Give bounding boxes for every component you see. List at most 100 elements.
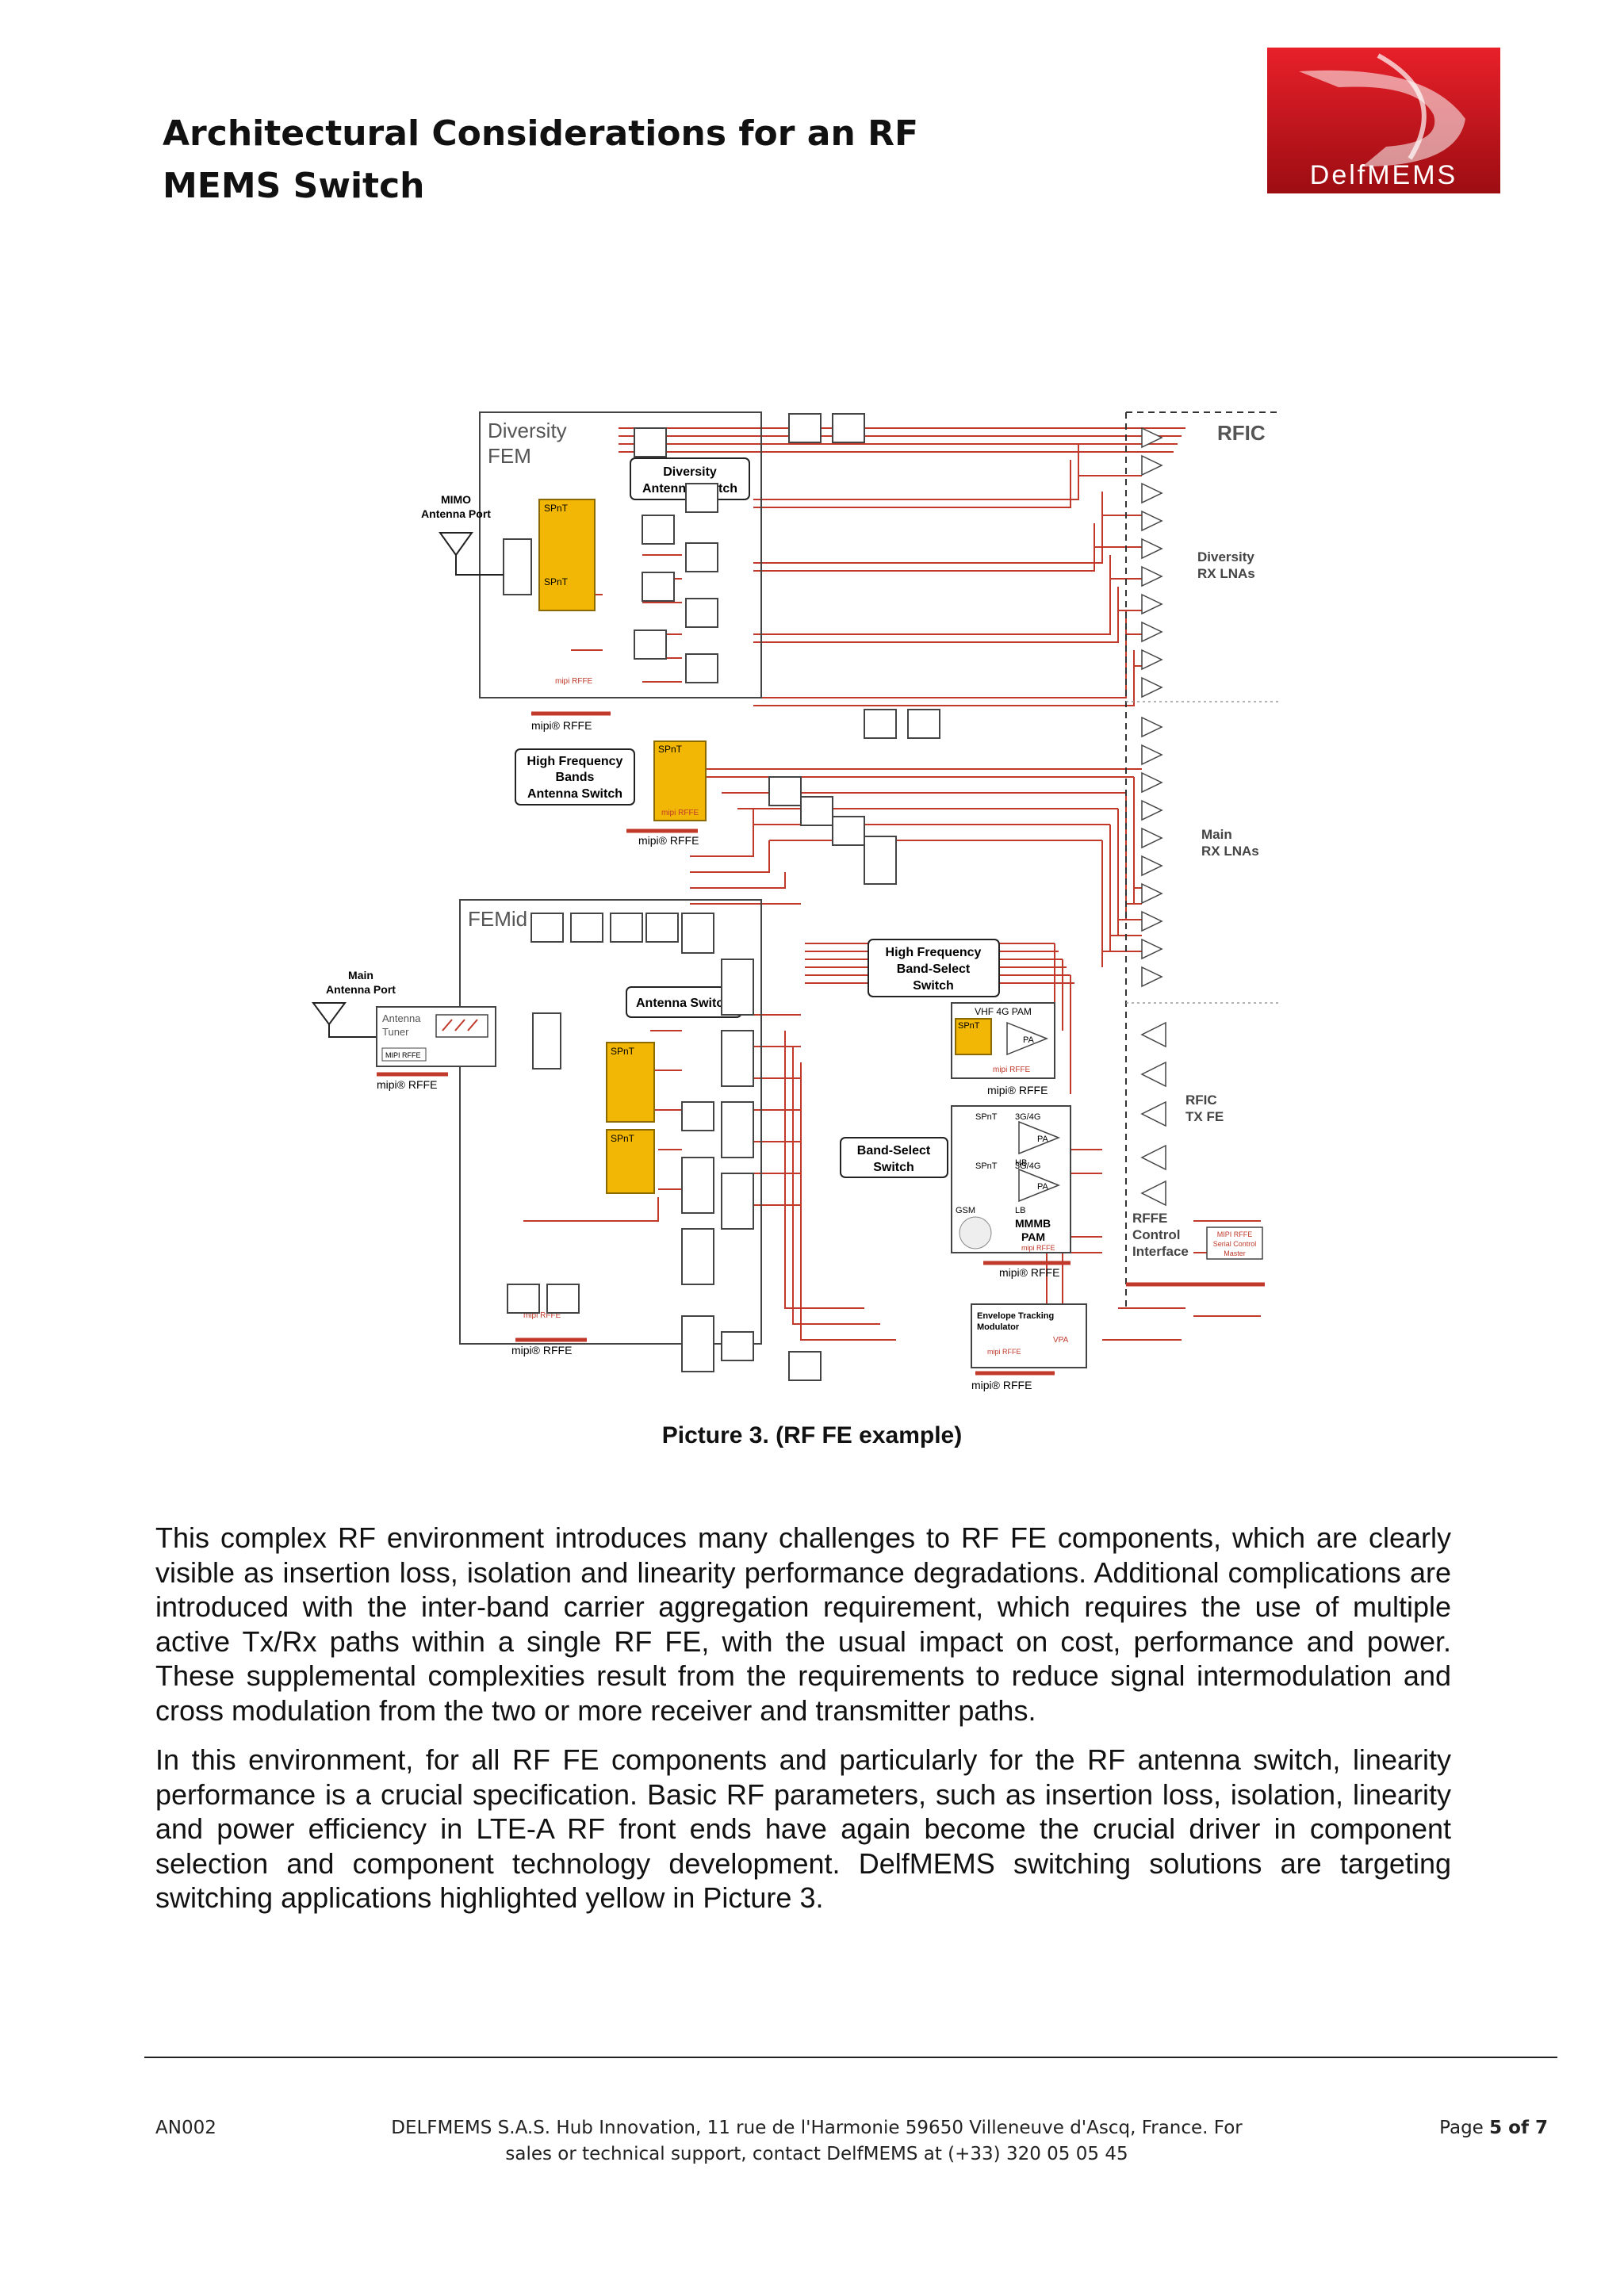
vhf-pa-label: PA	[1023, 1035, 1035, 1045]
hf-band-select-label-3: Switch	[913, 979, 954, 993]
mipi-mmmb: mipi® RFFE	[999, 1266, 1059, 1279]
diversity-lnas-label-2: RX LNAs	[1197, 566, 1255, 581]
main-lnas-label: Main	[1201, 827, 1232, 842]
femid-label: FEMid	[468, 907, 527, 931]
mimo-port-label-2: Antenna Port	[421, 507, 491, 520]
hf-bands-label-2: Bands	[556, 771, 595, 784]
serial-master-box	[1206, 1226, 1263, 1260]
footer-address: DELFMEMS S.A.S. Hub Innovation, 11 rue d…	[349, 2115, 1285, 2168]
femid-box	[459, 899, 762, 1345]
footer-address-line-2: sales or technical support, contact Delf…	[505, 2144, 1128, 2164]
logo-text: DelfMEMS	[1310, 160, 1457, 190]
mipi-hf-small: mipi RFFE	[661, 809, 699, 817]
mimo-port-label: MIMO	[441, 493, 471, 506]
mmmb-label-2: PAM	[1021, 1230, 1045, 1243]
mipi-femid-small: mipi RFFE	[523, 1311, 561, 1320]
diversity-fem-label: Diversity	[488, 419, 567, 442]
delfmems-logo: DelfMEMS	[1267, 48, 1500, 193]
mipi-env: mipi® RFFE	[971, 1379, 1032, 1391]
tuner-mipi-small: MIPI RFFE	[385, 1051, 421, 1059]
lb-pa-label: PA	[1037, 1182, 1049, 1192]
hb-3g4g-label: 3G/4G	[1015, 1112, 1040, 1122]
mipi-mmmb-small: mipi RFFE	[1021, 1244, 1055, 1252]
band-select-label: Band-Select	[857, 1144, 931, 1158]
filter-bank	[507, 413, 940, 1381]
mipi-vhf: mipi® RFFE	[987, 1084, 1048, 1096]
rfic-tx-label-2: TX FE	[1185, 1109, 1224, 1124]
footer-page-number: Page 5 of 7	[1439, 2115, 1548, 2141]
serial-master-label: MIPI RFFE	[1217, 1230, 1253, 1238]
hf-band-select-label: High Frequency	[886, 946, 982, 959]
diversity-spnt-switch	[538, 499, 596, 611]
mipi-env-small: mipi RFFE	[987, 1348, 1021, 1356]
hb-pa-label: PA	[1037, 1135, 1049, 1144]
lb-label: LB	[1015, 1206, 1025, 1215]
mipi-femid: mipi® RFFE	[511, 1344, 572, 1357]
femid-spnt-switch-2	[606, 1129, 655, 1194]
rfic-tx-label: RFIC	[1185, 1093, 1217, 1108]
vpa-label: VPA	[1053, 1336, 1069, 1345]
mipi-diversity-small: mipi RFFE	[555, 677, 593, 686]
spnt-label-5: SPnT	[611, 1133, 635, 1144]
spnt-label-6: SPnT	[958, 1021, 980, 1031]
hf-bands-spnt-switch	[653, 740, 707, 821]
diversity-lnas-label: Diversity	[1197, 549, 1254, 564]
envelope-tracking-box	[971, 1303, 1087, 1368]
main-port-label-2: Antenna Port	[326, 983, 396, 996]
serial-master-label-2: Serial Control	[1213, 1240, 1257, 1248]
vhf-pam-label: VHF 4G PAM	[975, 1006, 1032, 1017]
document-title: Architectural Considerations for an RF M…	[163, 108, 956, 212]
mimo-antenna-icon	[439, 532, 504, 576]
title-line-2: MEMS Switch	[163, 166, 425, 206]
mipi-hf: mipi® RFFE	[638, 834, 699, 847]
rffe-ctrl-label: RFFE	[1132, 1211, 1167, 1226]
page-of: of	[1502, 2118, 1535, 2138]
footer-doc-id: AN002	[155, 2118, 216, 2138]
rf-fe-block-diagram: Diversity FEM Diversity Antenna Switch S…	[312, 411, 1281, 1391]
paragraph-2: In this environment, for all RF FE compo…	[155, 1743, 1451, 1914]
rffe-ctrl-label-2: Control	[1132, 1227, 1180, 1242]
figure-caption: Picture 3. (RF FE example)	[661, 1422, 963, 1448]
spnt-label-4: SPnT	[611, 1046, 635, 1057]
serial-master-label-3: Master	[1224, 1249, 1246, 1257]
mmmb-label: MMMB	[1015, 1217, 1051, 1230]
mipi-diversity: mipi® RFFE	[531, 719, 592, 732]
env-tracking-label-2: Modulator	[977, 1322, 1020, 1332]
page-current: 5	[1489, 2118, 1503, 2138]
lb-3g4g-label: 3G/4G	[1015, 1161, 1040, 1171]
spnt-label-3: SPnT	[658, 744, 683, 755]
footer-address-line-1: DELFMEMS S.A.S. Hub Innovation, 11 rue d…	[391, 2118, 1243, 2138]
main-port-label: Main	[348, 969, 373, 982]
env-tracking-label: Envelope Tracking	[977, 1311, 1054, 1321]
signal-wires	[523, 427, 1261, 1341]
spnt-label-8: SPnT	[975, 1161, 998, 1171]
band-select-label-2: Switch	[873, 1161, 914, 1174]
vhf-spnt-switch	[955, 1018, 992, 1055]
footer-divider	[144, 2057, 1557, 2058]
page-prefix: Page	[1439, 2118, 1490, 2138]
rffe-ctrl-label-3: Interface	[1132, 1244, 1189, 1259]
mipi-tuner: mipi® RFFE	[377, 1078, 437, 1091]
antenna-tuner-label: Antenna	[382, 1012, 421, 1024]
antenna-switch-label: Antenna Switch	[636, 997, 731, 1010]
mipi-vhf-small: mipi RFFE	[993, 1066, 1031, 1074]
paragraph-1: This complex RF environment introduces m…	[155, 1521, 1451, 1727]
page-total: 7	[1534, 2118, 1548, 2138]
diversity-switch-label: Diversity	[663, 465, 717, 479]
main-antenna-icon	[312, 1002, 377, 1038]
diversity-fem-label-2: FEM	[488, 444, 531, 468]
antenna-tuner-label-2: Tuner	[382, 1026, 409, 1038]
lna-amplifiers	[1140, 427, 1166, 1207]
rfic-boundary	[1125, 411, 1281, 1308]
main-lnas-label-2: RX LNAs	[1201, 844, 1259, 859]
spnt-label-2: SPnT	[544, 576, 569, 587]
diversity-fem-box	[479, 411, 762, 698]
spnt-label-7: SPnT	[975, 1112, 998, 1122]
spnt-label-1: SPnT	[544, 503, 569, 514]
hf-bands-label: High Frequency	[527, 755, 623, 768]
title-line-1: Architectural Considerations for an RF	[163, 113, 919, 154]
hf-bands-label-3: Antenna Switch	[527, 787, 622, 801]
rfic-label: RFIC	[1217, 421, 1266, 445]
hf-band-select-label-2: Band-Select	[897, 962, 971, 976]
femid-spnt-switch-1	[606, 1042, 655, 1123]
